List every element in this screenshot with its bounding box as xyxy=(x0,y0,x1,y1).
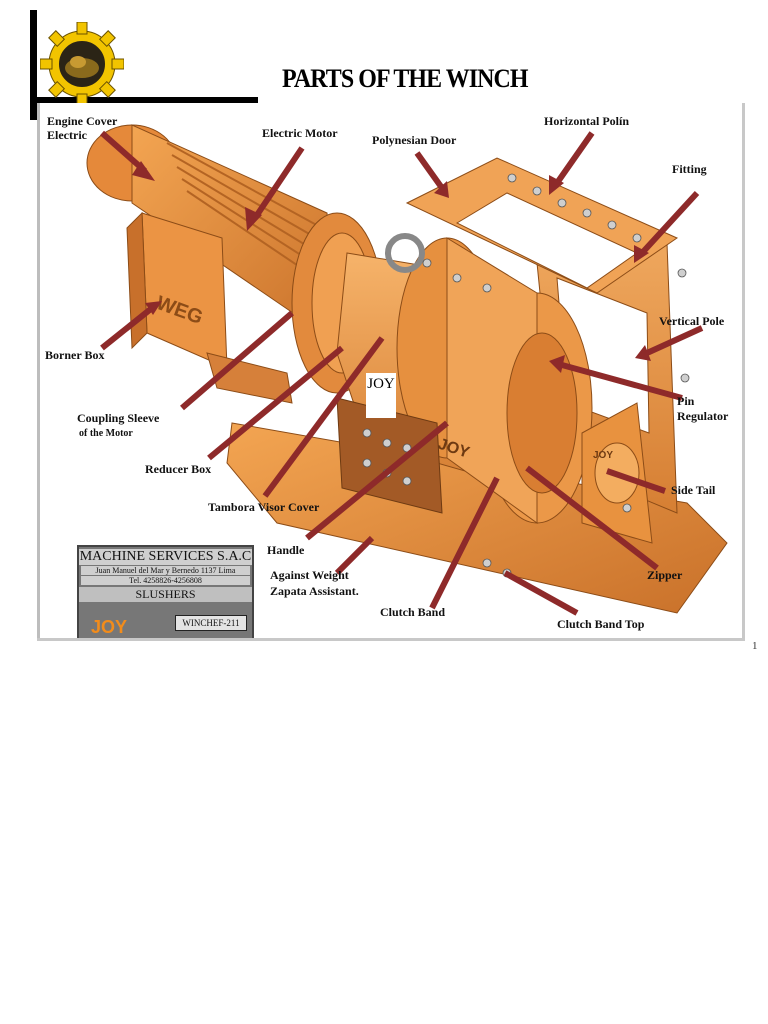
label-clutch-band-top: Clutch Band Top xyxy=(557,618,644,631)
pointer-horizontal-polin xyxy=(557,133,592,183)
machine-plate: MACHINE SERVICES S.A.C Juan Manuel del M… xyxy=(77,545,254,641)
pointer-polynesian-door xyxy=(417,153,442,188)
label-borner-box: Borner Box xyxy=(45,349,104,362)
label-against-weight: Against Weight xyxy=(270,569,349,582)
plate-code: WINCHEF-211 xyxy=(175,615,247,631)
label-zipper: Zipper xyxy=(647,569,682,582)
label-zapata-assistant: Zapata Assistant. xyxy=(270,585,359,598)
label-coupling-sleeve: Coupling Sleeve xyxy=(77,412,159,425)
plate-phone: Tel. 4258826-4256808 xyxy=(81,576,250,585)
label-handle: Handle xyxy=(267,544,304,557)
label-side-tail: Side Tail xyxy=(671,484,715,497)
winch-diagram: WEG JOY JOY xyxy=(37,103,745,641)
page-title: PARTS OF THE WINCH xyxy=(282,64,528,94)
label-regulator: Regulator xyxy=(677,410,728,423)
label-polynesian-door: Polynesian Door xyxy=(372,134,456,147)
label-electric-motor: Electric Motor xyxy=(262,127,338,140)
pointer-fitting xyxy=(642,193,697,253)
label-of-the-motor: of the Motor xyxy=(79,427,133,440)
label-vertical-pole: Vertical Pole xyxy=(659,315,724,328)
plate-address: Juan Manuel del Mar y Bernedo 1137 Lima xyxy=(81,566,250,575)
label-horizontal-polin: Horizontal Polín xyxy=(544,115,629,128)
brand-cast-small: JOY xyxy=(593,450,613,461)
label-reducer-box: Reducer Box xyxy=(145,463,211,476)
frame-edge xyxy=(37,103,40,638)
label-fitting: Fitting xyxy=(672,163,707,176)
header-bar-vertical xyxy=(30,10,37,120)
plate-brand: JOY xyxy=(91,617,127,638)
label-engine-cover: Engine Cover xyxy=(47,115,117,128)
joy-label: JOY xyxy=(366,373,396,418)
label-engine-cover-electric: Electric xyxy=(47,129,87,142)
plate-company: MACHINE SERVICES S.A.C xyxy=(79,549,252,565)
plate-product: SLUSHERS xyxy=(79,587,252,602)
label-tambora-visor-cover: Tambora Visor Cover xyxy=(208,501,319,514)
label-pin: Pin xyxy=(677,395,694,408)
gear-logo-icon xyxy=(40,22,124,106)
label-clutch-band: Clutch Band xyxy=(380,606,445,619)
page-number: 1 xyxy=(752,640,758,652)
